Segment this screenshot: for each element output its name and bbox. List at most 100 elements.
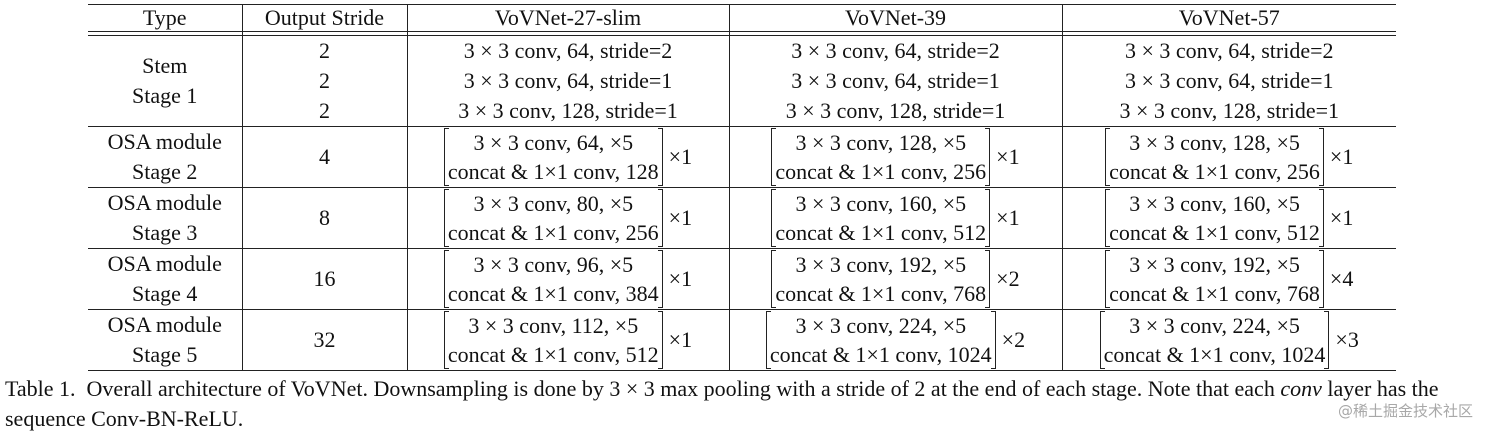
v57-concat-line: concat & 1×1 conv, 256 [1109, 159, 1320, 184]
stage-rows: OSA module Stage 2 4 3 × 3 conv, 64, ×5 … [88, 126, 1396, 371]
stage-v57-cell: 3 × 3 conv, 224, ×5 concat & 1×1 conv, 1… [1062, 309, 1396, 371]
v39-bracket: 3 × 3 conv, 224, ×5 concat & 1×1 conv, 1… [765, 311, 996, 369]
stage-type-line: OSA module [107, 312, 222, 337]
v57-concat-line: concat & 1×1 conv, 1024 [1103, 342, 1326, 367]
stage-type-cell: OSA module Stage 4 [88, 248, 243, 310]
v57-bracket: 3 × 3 conv, 224, ×5 concat & 1×1 conv, 1… [1099, 311, 1330, 369]
v27-conv-line: 3 × 3 conv, 64, ×5 [473, 130, 634, 155]
stage-v39-cell: 3 × 3 conv, 224, ×5 concat & 1×1 conv, 1… [729, 309, 1063, 371]
v39-bracket: 3 × 3 conv, 192, ×5 concat & 1×1 conv, 7… [771, 250, 991, 308]
stage-type-cell: OSA module Stage 3 [88, 187, 243, 249]
header-vovnet57: VoVNet-57 [1062, 4, 1396, 32]
v39-concat-line: concat & 1×1 conv, 1024 [769, 342, 992, 367]
header-vovnet27: VoVNet-27-slim [407, 4, 730, 32]
stage-v39-cell: 3 × 3 conv, 192, ×5 concat & 1×1 conv, 7… [729, 248, 1063, 310]
stem-stride-cell: 2 2 2 [242, 35, 408, 127]
stem-type-line: Stem [142, 53, 188, 78]
stage-v57-cell: 3 × 3 conv, 192, ×5 concat & 1×1 conv, 7… [1062, 248, 1396, 310]
stem-v39-line: 3 × 3 conv, 64, stride=1 [791, 68, 1000, 93]
stem-v39-cell: 3 × 3 conv, 64, stride=2 3 × 3 conv, 64,… [729, 35, 1063, 127]
v39-multiplier: ×2 [996, 266, 1020, 291]
v57-bracket: 3 × 3 conv, 128, ×5 concat & 1×1 conv, 2… [1105, 128, 1324, 186]
stage-v39-cell: 3 × 3 conv, 128, ×5 concat & 1×1 conv, 2… [729, 126, 1063, 188]
stem-v27-cell: 3 × 3 conv, 64, stride=2 3 × 3 conv, 64,… [407, 35, 730, 127]
v27-multiplier: ×1 [668, 266, 693, 291]
v27-concat-line: concat & 1×1 conv, 384 [447, 281, 659, 306]
v39-conv-line: 3 × 3 conv, 128, ×5 [795, 130, 967, 155]
stage-type-line: OSA module [107, 251, 222, 276]
v27-conv-line: 3 × 3 conv, 80, ×5 [473, 191, 634, 216]
v57-multiplier: ×4 [1329, 266, 1354, 291]
v57-conv-line: 3 × 3 conv, 128, ×5 [1129, 130, 1300, 155]
stem-v39-line: 3 × 3 conv, 64, stride=2 [791, 38, 1000, 63]
stem-type-cell: Stem Stage 1 [88, 35, 243, 127]
stage-stride-cell: 4 [242, 126, 408, 188]
v39-bracket: 3 × 3 conv, 128, ×5 concat & 1×1 conv, 2… [771, 128, 991, 186]
v57-bracket: 3 × 3 conv, 192, ×5 concat & 1×1 conv, 7… [1105, 250, 1324, 308]
stem-row: Stem Stage 1 2 2 2 3 × 3 conv, 64, strid… [88, 35, 1396, 127]
stage-v27-cell: 3 × 3 conv, 64, ×5 concat & 1×1 conv, 12… [407, 126, 730, 188]
header-vovnet39: VoVNet-39 [729, 4, 1063, 32]
caption-text-end: layer has the sequence Conv-BN-ReLU. [5, 376, 1439, 431]
v27-concat-line: concat & 1×1 conv, 256 [447, 220, 659, 245]
v27-bracket: 3 × 3 conv, 80, ×5 concat & 1×1 conv, 25… [443, 189, 663, 247]
stage-row: OSA module Stage 3 8 3 × 3 conv, 80, ×5 … [88, 187, 1396, 249]
caption-label: Table 1. [5, 376, 76, 401]
v27-conv-line: 3 × 3 conv, 96, ×5 [473, 252, 634, 277]
stem-type-line: Stage 1 [132, 83, 198, 108]
v39-multiplier: ×2 [1001, 327, 1026, 352]
stage-type-line: Stage 5 [132, 342, 198, 367]
stage-type-line: Stage 2 [132, 159, 198, 184]
stage-type-line: Stage 4 [132, 281, 198, 306]
stage-v27-cell: 3 × 3 conv, 112, ×5 concat & 1×1 conv, 5… [407, 309, 730, 371]
v57-conv-line: 3 × 3 conv, 224, ×5 [1129, 313, 1300, 338]
stage-type-line: OSA module [107, 190, 222, 215]
v57-concat-line: concat & 1×1 conv, 768 [1109, 281, 1320, 306]
v57-concat-line: concat & 1×1 conv, 512 [1109, 220, 1320, 245]
v39-conv-line: 3 × 3 conv, 160, ×5 [795, 191, 967, 216]
stem-v27-line: 3 × 3 conv, 128, stride=1 [458, 98, 678, 123]
v27-conv-line: 3 × 3 conv, 112, ×5 [468, 313, 639, 338]
v39-bracket: 3 × 3 conv, 160, ×5 concat & 1×1 conv, 5… [771, 189, 991, 247]
stage-type-line: OSA module [107, 129, 222, 154]
header-row: Type Output Stride VoVNet-27-slim VoVNet… [88, 4, 1396, 32]
stage-row: OSA module Stage 4 16 3 × 3 conv, 96, ×5… [88, 248, 1396, 310]
stem-stride: 2 [319, 38, 330, 63]
stage-v39-cell: 3 × 3 conv, 160, ×5 concat & 1×1 conv, 5… [729, 187, 1063, 249]
stage-stride-cell: 8 [242, 187, 408, 249]
stem-v39-line: 3 × 3 conv, 128, stride=1 [785, 98, 1006, 123]
stage-stride-cell: 16 [242, 248, 408, 310]
v27-bracket: 3 × 3 conv, 112, ×5 concat & 1×1 conv, 5… [443, 311, 663, 369]
v27-bracket: 3 × 3 conv, 64, ×5 concat & 1×1 conv, 12… [443, 128, 663, 186]
v39-conv-line: 3 × 3 conv, 224, ×5 [795, 313, 967, 338]
v27-multiplier: ×1 [668, 144, 693, 169]
v57-multiplier: ×3 [1335, 327, 1359, 352]
v57-multiplier: ×1 [1329, 205, 1354, 230]
v39-conv-line: 3 × 3 conv, 192, ×5 [795, 252, 967, 277]
v39-concat-line: concat & 1×1 conv, 768 [775, 281, 987, 306]
stage-row: OSA module Stage 5 32 3 × 3 conv, 112, ×… [88, 309, 1396, 371]
stem-v27-line: 3 × 3 conv, 64, stride=1 [463, 68, 673, 93]
v39-multiplier: ×1 [996, 144, 1020, 169]
stage-v27-cell: 3 × 3 conv, 80, ×5 concat & 1×1 conv, 25… [407, 187, 730, 249]
stage-type-cell: OSA module Stage 2 [88, 126, 243, 188]
v57-conv-line: 3 × 3 conv, 192, ×5 [1129, 252, 1300, 277]
stem-v57-line: 3 × 3 conv, 128, stride=1 [1119, 98, 1340, 123]
stage-v57-cell: 3 × 3 conv, 160, ×5 concat & 1×1 conv, 5… [1062, 187, 1396, 249]
stem-v57-line: 3 × 3 conv, 64, stride=1 [1124, 68, 1334, 93]
v39-concat-line: concat & 1×1 conv, 256 [775, 159, 987, 184]
stage-type-cell: OSA module Stage 5 [88, 309, 243, 371]
stem-v57-line: 3 × 3 conv, 64, stride=2 [1124, 38, 1334, 63]
v39-multiplier: ×1 [996, 205, 1020, 230]
stage-v57-cell: 3 × 3 conv, 128, ×5 concat & 1×1 conv, 2… [1062, 126, 1396, 188]
caption-text: Overall architecture of VoVNet. Downsamp… [86, 376, 1281, 401]
v27-multiplier: ×1 [668, 327, 693, 352]
stage-type-line: Stage 3 [132, 220, 198, 245]
stem-stride: 2 [319, 98, 330, 123]
v27-concat-line: concat & 1×1 conv, 128 [447, 159, 659, 184]
stage-row: OSA module Stage 2 4 3 × 3 conv, 64, ×5 … [88, 126, 1396, 188]
v57-bracket: 3 × 3 conv, 160, ×5 concat & 1×1 conv, 5… [1105, 189, 1324, 247]
v57-conv-line: 3 × 3 conv, 160, ×5 [1129, 191, 1300, 216]
watermark: @稀土掘金技术社区 [1337, 402, 1473, 420]
header-output-stride: Output Stride [242, 4, 408, 32]
